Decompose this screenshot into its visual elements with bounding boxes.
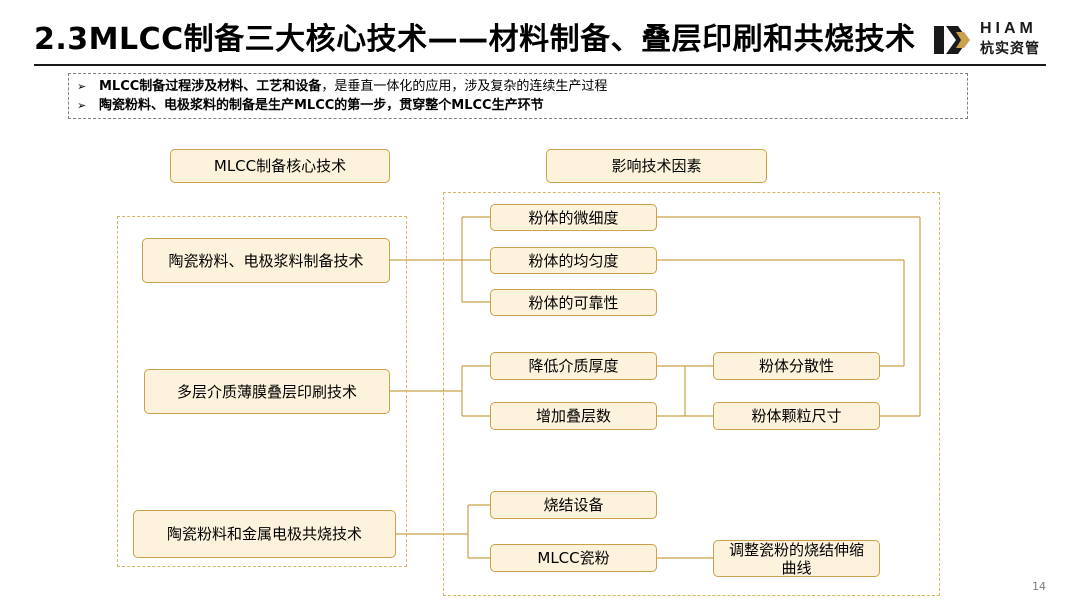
factor-sintering-equipment: 烧结设备 [490, 491, 657, 519]
result-powder-dispersion: 粉体分散性 [713, 352, 880, 380]
arrow-bullet-icon: ➢ [77, 80, 87, 93]
page-title: 2.3MLCC制备三大核心技术——材料制备、叠层印刷和共烧技术 [34, 22, 916, 57]
hiam-logo-mark-icon [934, 26, 970, 54]
summary-box: ➢ MLCC制备过程涉及材料、工艺和设备，是垂直一体化的应用，涉及复杂的连续生产过… [68, 73, 968, 119]
factor-powder-uniformity: 粉体的均匀度 [490, 247, 657, 274]
factor-mlcc-ceramic-powder: MLCC瓷粉 [490, 544, 657, 572]
factor-powder-reliability: 粉体的可靠性 [490, 289, 657, 316]
factor-powder-fineness: 粉体的微细度 [490, 204, 657, 231]
factor-reduce-thickness: 降低介质厚度 [490, 352, 657, 380]
page-number: 14 [1032, 580, 1046, 593]
result-sintering-curve: 调整瓷粉的烧结伸缩曲线 [713, 540, 880, 577]
summary-item: ➢ 陶瓷粉料、电极浆料的制备是生产MLCC的第一步，贯穿整个MLCC生产环节 [77, 96, 967, 115]
arrow-bullet-icon: ➢ [77, 99, 87, 112]
summary-bold: 陶瓷粉料、电极浆料的制备是生产MLCC的第一步，贯穿整个MLCC生产环节 [99, 98, 544, 113]
core-tech-cofiring: 陶瓷粉料和金属电极共烧技术 [133, 510, 396, 558]
logo-text-cn: 杭实资管 [980, 41, 1040, 57]
result-particle-size: 粉体颗粒尺寸 [713, 402, 880, 430]
core-tech-stacking: 多层介质薄膜叠层印刷技术 [144, 369, 390, 414]
title-divider [34, 64, 1046, 66]
header-core-tech: MLCC制备核心技术 [170, 149, 390, 183]
header-factors: 影响技术因素 [546, 149, 767, 183]
summary-item: ➢ MLCC制备过程涉及材料、工艺和设备，是垂直一体化的应用，涉及复杂的连续生产过… [77, 77, 967, 96]
hiam-logo: HIAM 杭实资管 [934, 20, 1054, 60]
summary-bold: MLCC制备过程涉及材料、工艺和设备 [99, 79, 322, 94]
summary-text: ，是垂直一体化的应用，涉及复杂的连续生产过程 [321, 79, 608, 94]
factor-increase-layers: 增加叠层数 [490, 402, 657, 430]
core-tech-group [117, 216, 407, 567]
core-tech-materials: 陶瓷粉料、电极浆料制备技术 [142, 238, 390, 283]
logo-text-en: HIAM [980, 20, 1037, 37]
factors-group [443, 192, 940, 596]
